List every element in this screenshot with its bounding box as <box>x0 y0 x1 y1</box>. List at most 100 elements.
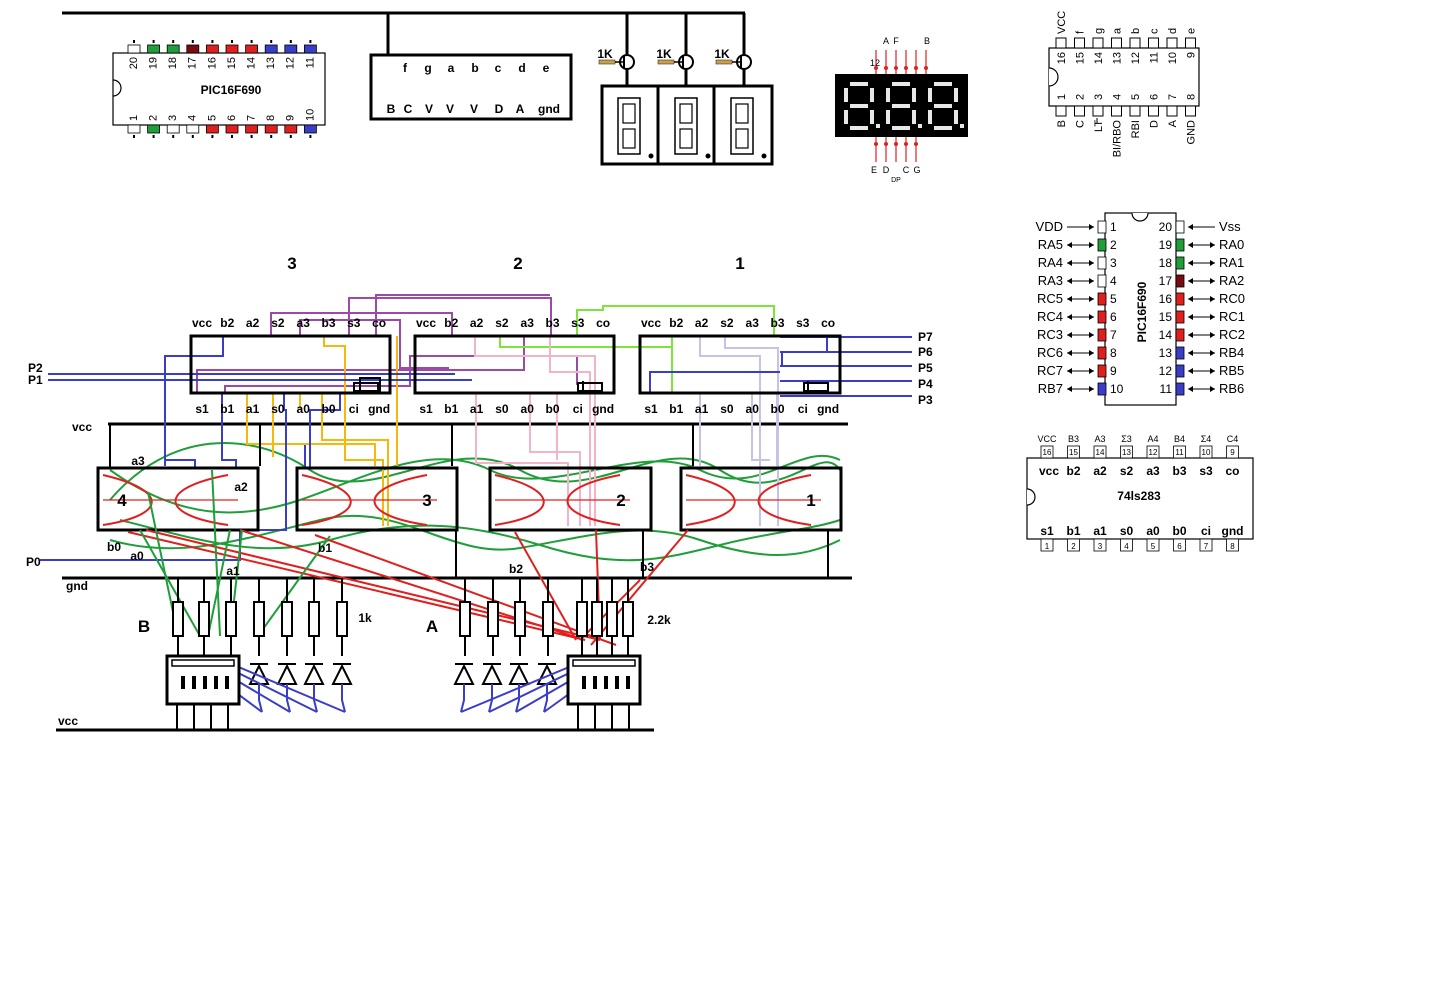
blue-diode-wire <box>341 684 346 713</box>
decoder-bottom-label: V <box>470 102 478 116</box>
decoder-chip-bottom-pin <box>1074 105 1085 117</box>
adder-ic-2 <box>413 334 616 395</box>
purple-wire <box>224 355 578 393</box>
digit-hole-upper <box>735 103 749 124</box>
adder-bottom-label: s1 <box>419 402 433 416</box>
blue-diode-wire <box>460 659 587 713</box>
adder-ic-1 <box>638 334 842 395</box>
decoder-chip-bottom-number: 3 <box>1093 94 1105 100</box>
photo-pin-dot <box>914 142 918 146</box>
decoder-chip-bottom-name: RBI <box>1130 120 1142 138</box>
wire-label-b2: b2 <box>509 562 523 576</box>
yellow-wire <box>321 393 389 526</box>
ic74-top-pin <box>1120 445 1133 459</box>
digit-outline <box>617 97 641 155</box>
resistor <box>336 601 348 637</box>
red-cross-wire <box>127 531 586 641</box>
pinout-right-pin <box>1175 256 1185 270</box>
ic74-inner-bottom: b1 <box>1066 524 1080 538</box>
connector-pin <box>604 676 608 689</box>
pinout-right-number: 17 <box>1159 274 1173 288</box>
wire-label-a3: a3 <box>131 454 145 468</box>
pic-bottom-pin <box>245 124 259 134</box>
ic74-top-pin <box>1146 445 1160 459</box>
photo-decimal-point <box>918 124 922 128</box>
adder-number-1: 1 <box>735 254 744 273</box>
pic-bottom-pin <box>147 124 161 134</box>
pic-chip-top: PIC16F690 201192183174165156147138129111… <box>62 11 745 138</box>
pinout-left-number: 4 <box>1110 274 1117 288</box>
adder-top-label: vcc <box>641 316 661 330</box>
ic74-inner-bottom: ci <box>1201 524 1211 538</box>
blue-port-wire <box>164 336 224 466</box>
ic74-top-pin <box>1093 445 1107 459</box>
digit-block-number: 3 <box>422 491 431 510</box>
pinout-right-number: 12 <box>1159 364 1173 378</box>
pinout-right-number: 11 <box>1160 382 1173 396</box>
decoder-bottom-label: A <box>516 102 525 116</box>
decoder-chip-bottom-number: 2 <box>1075 94 1087 100</box>
pic-label: PIC16F690 <box>201 83 262 97</box>
resistor-label-1k: 1K <box>656 47 672 61</box>
adder-top-label: b3 <box>770 316 784 330</box>
ic74-top-name: B4 <box>1174 434 1185 444</box>
pinout-arrowhead <box>1089 296 1094 302</box>
blue-diode-wire <box>313 684 318 713</box>
decoder-chip-bottom-pin <box>1185 105 1196 117</box>
decoder-chip-top-number: 12 <box>1130 52 1142 64</box>
decoder-chip-bottom-pin <box>1092 105 1104 117</box>
ic74-bottom-number: 8 <box>1230 542 1235 551</box>
photo-top-label: B <box>924 36 930 46</box>
pinout-left-label: RA3 <box>1038 273 1063 288</box>
photo-top-label: F <box>893 36 899 46</box>
digit-outline <box>730 97 754 155</box>
digit-block-number: 2 <box>616 491 625 510</box>
blue-diode-wire <box>543 684 548 713</box>
resistor <box>172 601 184 637</box>
pic-pin-dot <box>133 135 135 138</box>
lavender-wire <box>751 393 770 461</box>
pic-top-pin <box>284 44 298 54</box>
pink-wire <box>474 336 596 526</box>
pic-pin-dot <box>211 40 214 43</box>
pinout-left-label: RC4 <box>1037 309 1063 324</box>
pinout-arrowhead <box>1067 314 1072 320</box>
vcc-label: vcc <box>72 420 92 434</box>
ic74-bottom-pin <box>1226 538 1239 552</box>
resistor <box>253 601 265 637</box>
pinout-arrowhead <box>1067 386 1072 392</box>
pinout-left-pin <box>1097 364 1107 378</box>
diode <box>303 663 325 685</box>
connector-pin <box>192 676 196 689</box>
resistor <box>606 601 618 637</box>
pinout-left-label: RB7 <box>1038 381 1063 396</box>
port-label-p0: P0 <box>26 555 41 569</box>
pic-top-pin-number: 19 <box>148 57 160 69</box>
decoder-chip-top-name: d <box>1167 28 1179 34</box>
port-label-right: P7 <box>918 330 933 344</box>
pic-bottom-pin-number: 6 <box>226 115 238 121</box>
pinout-left-number: 8 <box>1110 346 1117 360</box>
decoder-bottom-label: V <box>446 102 454 116</box>
adder-bottom-label: a0 <box>297 402 311 416</box>
pinout-arrowhead <box>1067 242 1072 248</box>
adder-top-label: s2 <box>720 316 734 330</box>
digit-block-number: 1 <box>806 491 815 510</box>
resistor <box>622 601 634 637</box>
adder-bottom-label: a1 <box>246 402 260 416</box>
photo-bottom-label: G <box>913 165 920 175</box>
pinout-left-number: 3 <box>1110 256 1117 270</box>
pic-bottom-pin-number: 10 <box>304 109 316 121</box>
photo-pin-dot <box>884 142 888 146</box>
decoder-chip-bottom-number: 5 <box>1130 94 1142 100</box>
pinout-left-number: 2 <box>1110 238 1117 252</box>
pic-top-pin-number: 12 <box>285 57 297 69</box>
ic74-top-pin <box>1173 445 1186 459</box>
pic-top-pin-number: 14 <box>246 57 258 69</box>
pinout-arrowhead <box>1210 350 1215 356</box>
decoder-chip-bottom-pin <box>1148 105 1159 117</box>
adder-top-label: s3 <box>571 316 585 330</box>
photo-pin-dot <box>874 142 878 146</box>
pinout-left-number: 9 <box>1110 364 1117 378</box>
port-label-right: P6 <box>918 345 933 359</box>
